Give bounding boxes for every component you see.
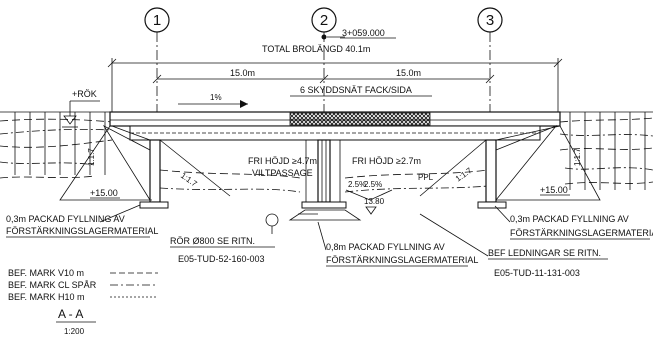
- center-pier: [288, 139, 362, 221]
- axis-marker-2: 2: [311, 7, 337, 112]
- level-center-text: 13.80: [364, 197, 385, 206]
- level-left-text: +15.00: [90, 188, 118, 198]
- chainage-text: 3+059.000: [342, 28, 385, 38]
- pipe-circle-icon: [265, 213, 279, 227]
- axis-label-1: 1: [153, 12, 161, 29]
- protection-net-hatch: [289, 112, 431, 126]
- height-left-text: 1:1.7: [87, 148, 96, 166]
- legend-item-cl: BEF. MARK CL SPÅR: [8, 280, 97, 290]
- embankment-right: [496, 125, 601, 201]
- note-right-1: 0,3m PACKAD FYLLNING AV: [510, 214, 629, 224]
- span-right-text: 15.0m: [396, 68, 421, 78]
- section-label: A - A: [58, 307, 83, 321]
- pipe-note-1: RÖR Ø800 SE RITN.: [170, 236, 255, 246]
- center-note-2: FÖRSTÄRKNINGSLAGERMATERIAL: [326, 255, 478, 265]
- abutment-right: [419, 125, 561, 209]
- ledning-note-2: E05-TUD-11-131-003: [494, 268, 580, 278]
- deck-note-text: 6 SKYDDSNÄT FACK/SIDA: [300, 85, 412, 95]
- level-triangle-icon: [63, 115, 77, 125]
- note-right-2: FÖRSTÄRKNINGSLAGERMATERIAL: [510, 228, 653, 238]
- legend: BEF. MARK V10 m BEF. MARK CL SPÅR BEF. M…: [8, 268, 158, 302]
- slope-left-2: 2.5%: [364, 180, 382, 189]
- clearance-right-text: FRI HÖJD ≥2.7m: [352, 156, 421, 166]
- clearance-left-2: VILTPASSAGE: [252, 168, 313, 178]
- axis-label-2: 2: [320, 12, 328, 29]
- span-left-text: 15.0m: [230, 68, 255, 78]
- legend-item-h10: BEF. MARK H10 m: [8, 292, 85, 302]
- slope-text: 1%: [210, 93, 222, 102]
- ppl-text: PPL: [418, 173, 434, 182]
- ledning-note-1: BEF LEDNINGAR SE RITN.: [488, 248, 601, 258]
- fence-posts: [14, 112, 646, 190]
- bridge-deck: [109, 111, 561, 141]
- height-right-text: 1:1.7: [573, 148, 582, 166]
- pipe-note-2: E05-TUD-52-160-003: [178, 254, 265, 264]
- embankment-left: [59, 125, 152, 201]
- center-note-1: 0,8m PACKAD FYLLNING AV: [326, 242, 445, 252]
- chainage-marker: [321, 34, 327, 40]
- legend-item-v10: BEF. MARK V10 m: [8, 268, 84, 278]
- slope-side-right-text: 1:1.7: [454, 166, 474, 184]
- slope-left-1: 2.5%: [348, 180, 366, 189]
- clearance-left-1: FRI HÖJD ≥4.7m: [248, 156, 317, 166]
- slope-side-left-text: 1:1.7: [179, 171, 199, 189]
- total-length-text: TOTAL BROLÄNGD 40.1m: [262, 44, 370, 54]
- axis-label-3: 3: [486, 12, 494, 29]
- note-left-2: FÖRSTÄRKNINGSLAGERMATERIAL: [6, 226, 158, 236]
- note-left-1: 0,3m PACKAD FYLLNING AV: [6, 214, 125, 224]
- scale-label: 1:200: [64, 327, 85, 336]
- rok-label: +RÖK: [72, 89, 97, 99]
- level-right-text: +15.00: [540, 185, 568, 195]
